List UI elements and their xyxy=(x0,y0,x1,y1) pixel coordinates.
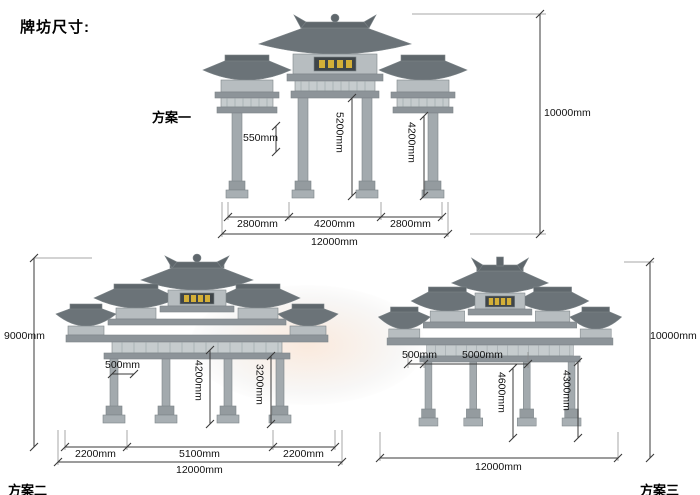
dim-label-4300-scheme3: 4300mm xyxy=(560,370,573,411)
dim-label-total-width-scheme1: 12000mm xyxy=(311,236,358,248)
dim-label-500-scheme2: 500mm xyxy=(105,359,141,371)
scheme-three-label: 方案三 xyxy=(640,483,680,495)
dim-label-500-scheme3: 500mm xyxy=(402,349,438,361)
name-plaque xyxy=(485,295,515,308)
dim-label-5200-scheme1: 5200mm xyxy=(333,112,346,153)
dim-label-bottom-mid-scheme1: 4200mm xyxy=(314,218,355,230)
dim-label-3200-scheme2: 3200mm xyxy=(253,364,266,405)
dim-label-4200-vertical-scheme1: 4200mm xyxy=(405,122,418,163)
main-roof xyxy=(140,253,254,291)
dim-label-total-height-scheme1: 10000mm xyxy=(544,107,591,119)
dim-label-5000-scheme3: 5000mm xyxy=(462,349,503,361)
name-plaque xyxy=(313,56,357,72)
dim-label-bottom-mid-scheme2: 5100mm xyxy=(179,448,220,460)
dim-label-bottom-left-scheme2: 2200mm xyxy=(75,448,116,460)
scheme-two-label: 方案二 xyxy=(8,483,48,495)
dim-label-total-height-scheme3: 10000mm xyxy=(650,330,697,342)
mid-roofs xyxy=(410,286,590,312)
dim-label-4200-scheme2: 4200mm xyxy=(192,360,205,401)
archway-scheme-two-illustration xyxy=(55,253,339,424)
archway-scheme-one-illustration xyxy=(202,13,468,199)
wing-roofs xyxy=(377,306,623,330)
dim-label-bottom-left-scheme1: 2800mm xyxy=(237,218,278,230)
archway-two xyxy=(55,253,339,424)
column-bases xyxy=(102,405,292,424)
column-bases xyxy=(225,180,445,199)
dim-label-total-width-scheme3: 12000mm xyxy=(475,461,522,473)
dim-label-4600-scheme3: 4600mm xyxy=(495,372,508,413)
dim-label-total-width-scheme2: 12000mm xyxy=(176,464,223,476)
archway-one xyxy=(202,13,468,199)
page-title: 牌坊尺寸: xyxy=(20,19,90,36)
dim-label-total-height-scheme2: 9000mm xyxy=(4,330,45,342)
main-roof xyxy=(257,13,413,55)
dim-label-bottom-right-scheme1: 2800mm xyxy=(390,218,431,230)
name-plaque xyxy=(179,292,215,305)
scheme-one-label: 方案一 xyxy=(152,110,192,125)
dim-label-bottom-right-scheme2: 2200mm xyxy=(283,448,324,460)
dim-label-550-scheme1: 550mm xyxy=(243,132,279,144)
